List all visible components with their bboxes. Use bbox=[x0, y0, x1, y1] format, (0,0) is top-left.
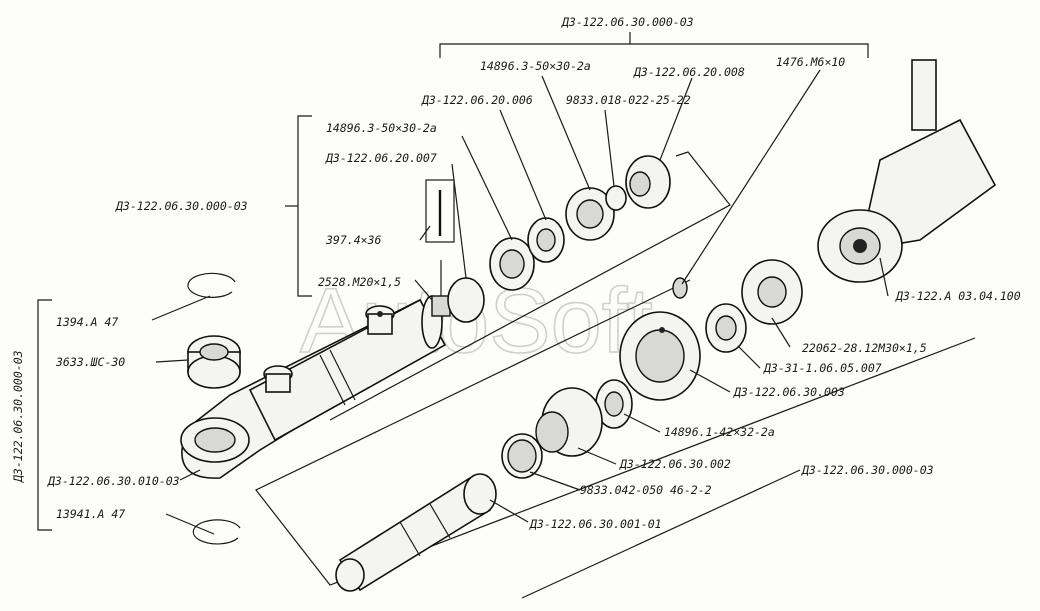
upper-axis-line bbox=[329, 151, 731, 421]
label-ring-1394: 1394.А 47 bbox=[56, 315, 118, 329]
label-part-30-002: Д3-122.06.30.002 bbox=[619, 457, 731, 471]
label-part-20-008: Д3-122.06.20.008 bbox=[633, 65, 745, 79]
upper-seal-stack bbox=[447, 155, 671, 323]
label-rod-end: Д3-122.А 03.04.100 bbox=[895, 289, 1021, 303]
label-vertical-assembly: Д3-122.06.30.000-03 bbox=[11, 350, 25, 483]
washer-31-106-part bbox=[705, 303, 747, 353]
label-lower-assembly: Д3-122.06.30.000-03 bbox=[801, 463, 934, 477]
assembly-leader-lower bbox=[521, 469, 801, 599]
label-part-31-106: Д3-31-1.06.05.007 bbox=[763, 361, 882, 375]
pin-397-part bbox=[425, 179, 455, 243]
ring-9833-042-part bbox=[501, 433, 543, 479]
lower-axis-line bbox=[255, 279, 976, 586]
piston-30-002-part bbox=[535, 387, 603, 457]
label-part-20-006: Д3-122.06.20.006 bbox=[421, 93, 533, 107]
label-pin-397: 397.4×36 bbox=[325, 233, 381, 247]
label-cylinder-body: Д3-122.06.30.010-03 bbox=[47, 474, 180, 488]
label-top-assembly: Д3-122.06.30.000-03 bbox=[561, 15, 694, 29]
label-ring-13941: 13941.А 47 bbox=[56, 507, 125, 521]
label-bolt-m6: 1476.М6×10 bbox=[776, 55, 845, 69]
label-left-assembly: Д3-122.06.30.000-03 bbox=[115, 199, 248, 213]
top-bracket bbox=[439, 32, 869, 58]
piston-rod-part bbox=[335, 473, 497, 592]
gland-30-003-part bbox=[619, 311, 701, 401]
bearing-3633-part bbox=[187, 335, 241, 389]
bolt-m6-part bbox=[672, 277, 688, 299]
leader-lines bbox=[151, 69, 889, 535]
label-nut-m20: 2528.М20×1,5 bbox=[318, 275, 401, 289]
vertical-bracket bbox=[37, 299, 52, 531]
label-part-20-007: Д3-122.06.20.007 bbox=[325, 151, 437, 165]
label-bearing-3633: 3633.ШС-30 bbox=[55, 355, 125, 369]
label-ring-9833-018: 9833.018-022-25-22 bbox=[566, 93, 691, 107]
label-ring-9833-042: 9833.042-050 46-2-2 bbox=[580, 483, 712, 497]
rod-end-part bbox=[817, 59, 997, 283]
cylinder-body bbox=[180, 295, 447, 479]
seal-42-32-part bbox=[595, 379, 633, 429]
label-piston-rod: Д3-122.06.30.001-01 bbox=[529, 517, 662, 531]
label-part-30-003: Д3-122.06.30.003 bbox=[733, 385, 845, 399]
label-nut-22062: 22062-28.12М30×1,5 bbox=[802, 341, 927, 355]
label-seal-42-32: 14896.1-42×32-2а bbox=[664, 425, 775, 439]
label-seal-50-30-left: 14896.3-50×30-2а bbox=[326, 121, 437, 135]
nut-22062-part bbox=[741, 259, 803, 325]
left-bracket bbox=[285, 115, 312, 297]
ring-1394-part bbox=[187, 272, 236, 298]
label-seal-50-30-upper: 14896.3-50×30-2а bbox=[480, 59, 591, 73]
ring-13941-part bbox=[192, 519, 241, 545]
